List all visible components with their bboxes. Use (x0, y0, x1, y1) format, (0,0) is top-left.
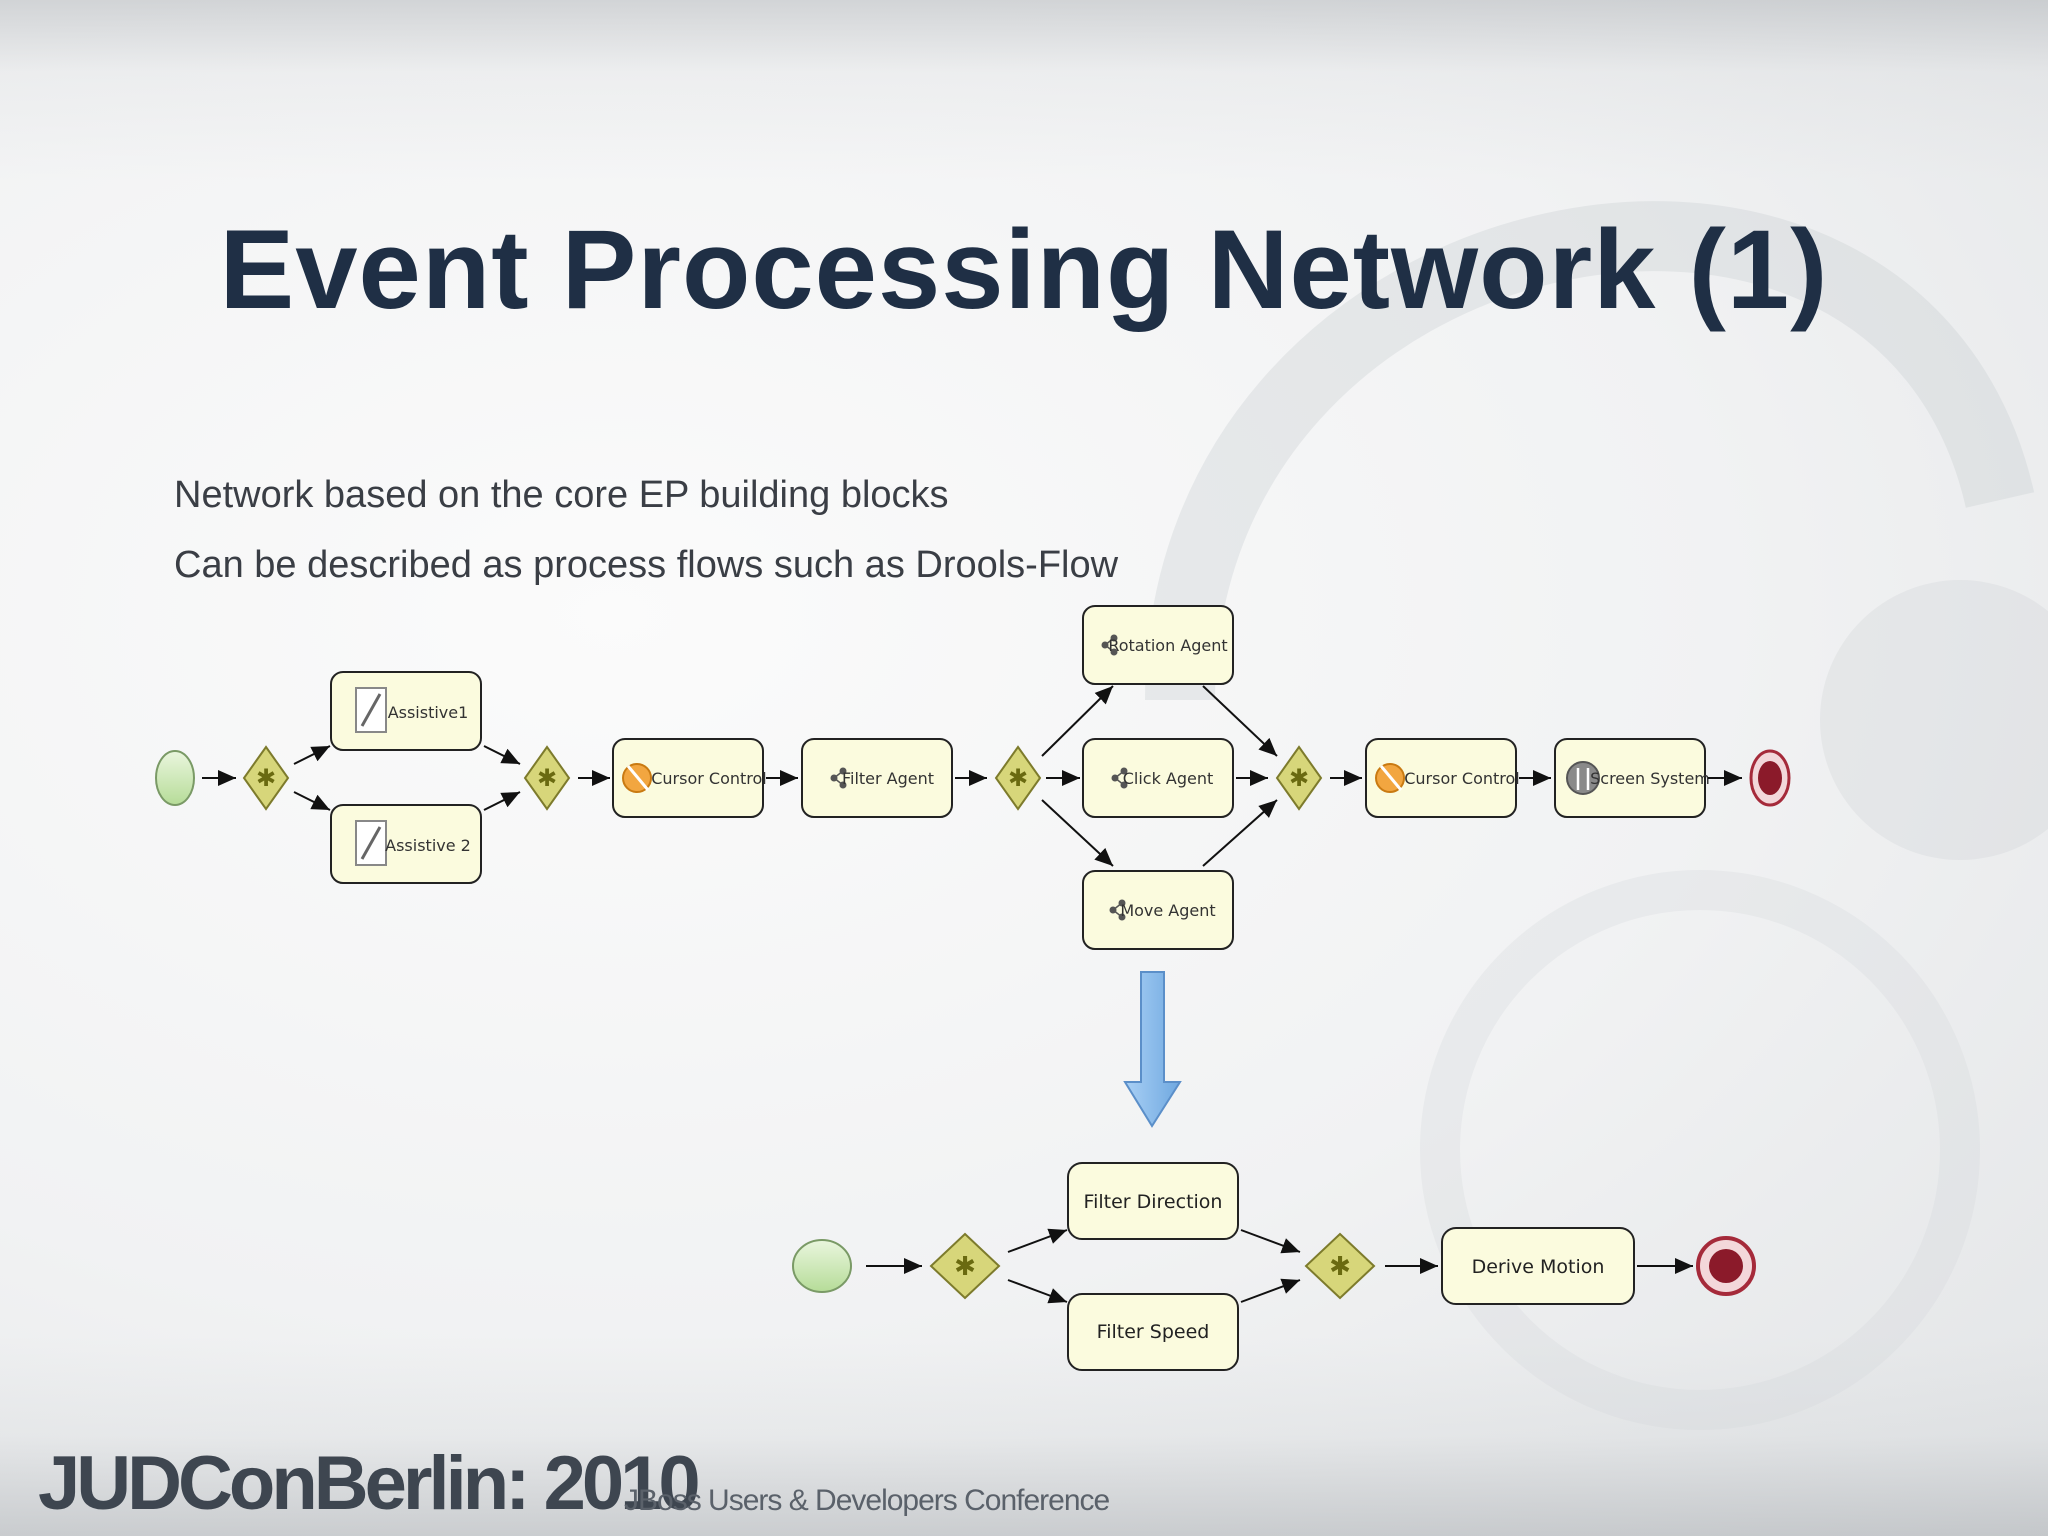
node-label: Rotation Agent (1108, 636, 1227, 655)
end-event (1749, 749, 1791, 807)
start-event (792, 1239, 852, 1293)
slide-title: Event Processing Network (1) (219, 207, 1829, 332)
node-cursor-control-2[interactable]: Cursor Control (1365, 738, 1520, 818)
node-label: Filter Agent (842, 769, 934, 788)
node-assistive1[interactable]: Assistive1 (330, 671, 482, 751)
node-filter-direction[interactable]: Filter Direction (1067, 1162, 1239, 1240)
node-label: Derive Motion (1472, 1256, 1605, 1278)
node-screen-system[interactable]: Screen System (1554, 738, 1710, 818)
node-derive-motion[interactable]: Derive Motion (1441, 1227, 1635, 1305)
node-rotation-agent[interactable]: Rotation Agent (1082, 605, 1234, 685)
node-move-agent[interactable]: Move Agent (1082, 870, 1234, 950)
bullet-2: Can be described as process flows such a… (174, 544, 1119, 586)
node-label: Cursor Control (651, 769, 767, 788)
bottom-flow: ✱ Filter Direction Filter Speed ✱ Derive… (792, 1162, 1756, 1371)
end-event (1696, 1236, 1756, 1296)
cutlery-icon (1566, 761, 1600, 795)
node-click-agent[interactable]: Click Agent (1082, 738, 1234, 818)
node-label: Assistive 2 (385, 836, 471, 855)
node-label: Filter Speed (1097, 1321, 1210, 1343)
gateway-join-1: ✱ (523, 745, 571, 811)
conference-logo: JUDConBerlin: 2010 (38, 1441, 701, 1526)
background-texture-top (0, 0, 2048, 180)
conference-subtitle: JBoss Users & Developers Conference (624, 1484, 1110, 1517)
node-assistive2[interactable]: Assistive 2 (330, 804, 482, 884)
script-icon (355, 687, 387, 733)
node-label: Click Agent (1123, 769, 1214, 788)
node-label: Cursor Control (1404, 769, 1520, 788)
share-nodes-icon (830, 767, 847, 789)
script-icon (355, 820, 387, 866)
svg-text:✱: ✱ (954, 1252, 976, 1282)
start-event (155, 750, 195, 806)
gateway-split-3: ✱ (929, 1232, 1001, 1300)
node-label: Filter Direction (1084, 1191, 1223, 1213)
down-arrow-icon (1123, 971, 1182, 1128)
share-nodes-icon (1109, 899, 1126, 921)
gateway-split-1: ✱ (242, 745, 290, 811)
node-label: Move Agent (1120, 901, 1215, 920)
gateway-join-3: ✱ (1304, 1232, 1376, 1300)
gateway-join-2: ✱ (1275, 745, 1323, 811)
node-label: Assistive1 (388, 703, 469, 722)
background-texture-bottom (0, 1336, 2048, 1536)
node-label: Screen System (1590, 769, 1710, 788)
share-nodes-icon (1111, 767, 1128, 789)
satellite-dish-icon (1375, 763, 1405, 793)
svg-text:✱: ✱ (537, 764, 557, 792)
bullet-1: Network based on the core EP building bl… (174, 474, 949, 516)
svg-text:✱: ✱ (256, 764, 276, 792)
svg-text:✱: ✱ (1289, 764, 1309, 792)
svg-text:✱: ✱ (1329, 1252, 1351, 1282)
gateway-split-2: ✱ (994, 745, 1042, 811)
node-filter-agent[interactable]: Filter Agent (801, 738, 953, 818)
svg-text:✱: ✱ (1008, 764, 1028, 792)
satellite-dish-icon (622, 763, 652, 793)
node-filter-speed[interactable]: Filter Speed (1067, 1293, 1239, 1371)
share-nodes-icon (1101, 634, 1118, 656)
top-flow: ✱ Assistive1 Assistive 2 ✱ (155, 605, 1791, 950)
node-cursor-control-1[interactable]: Cursor Control (612, 738, 767, 818)
